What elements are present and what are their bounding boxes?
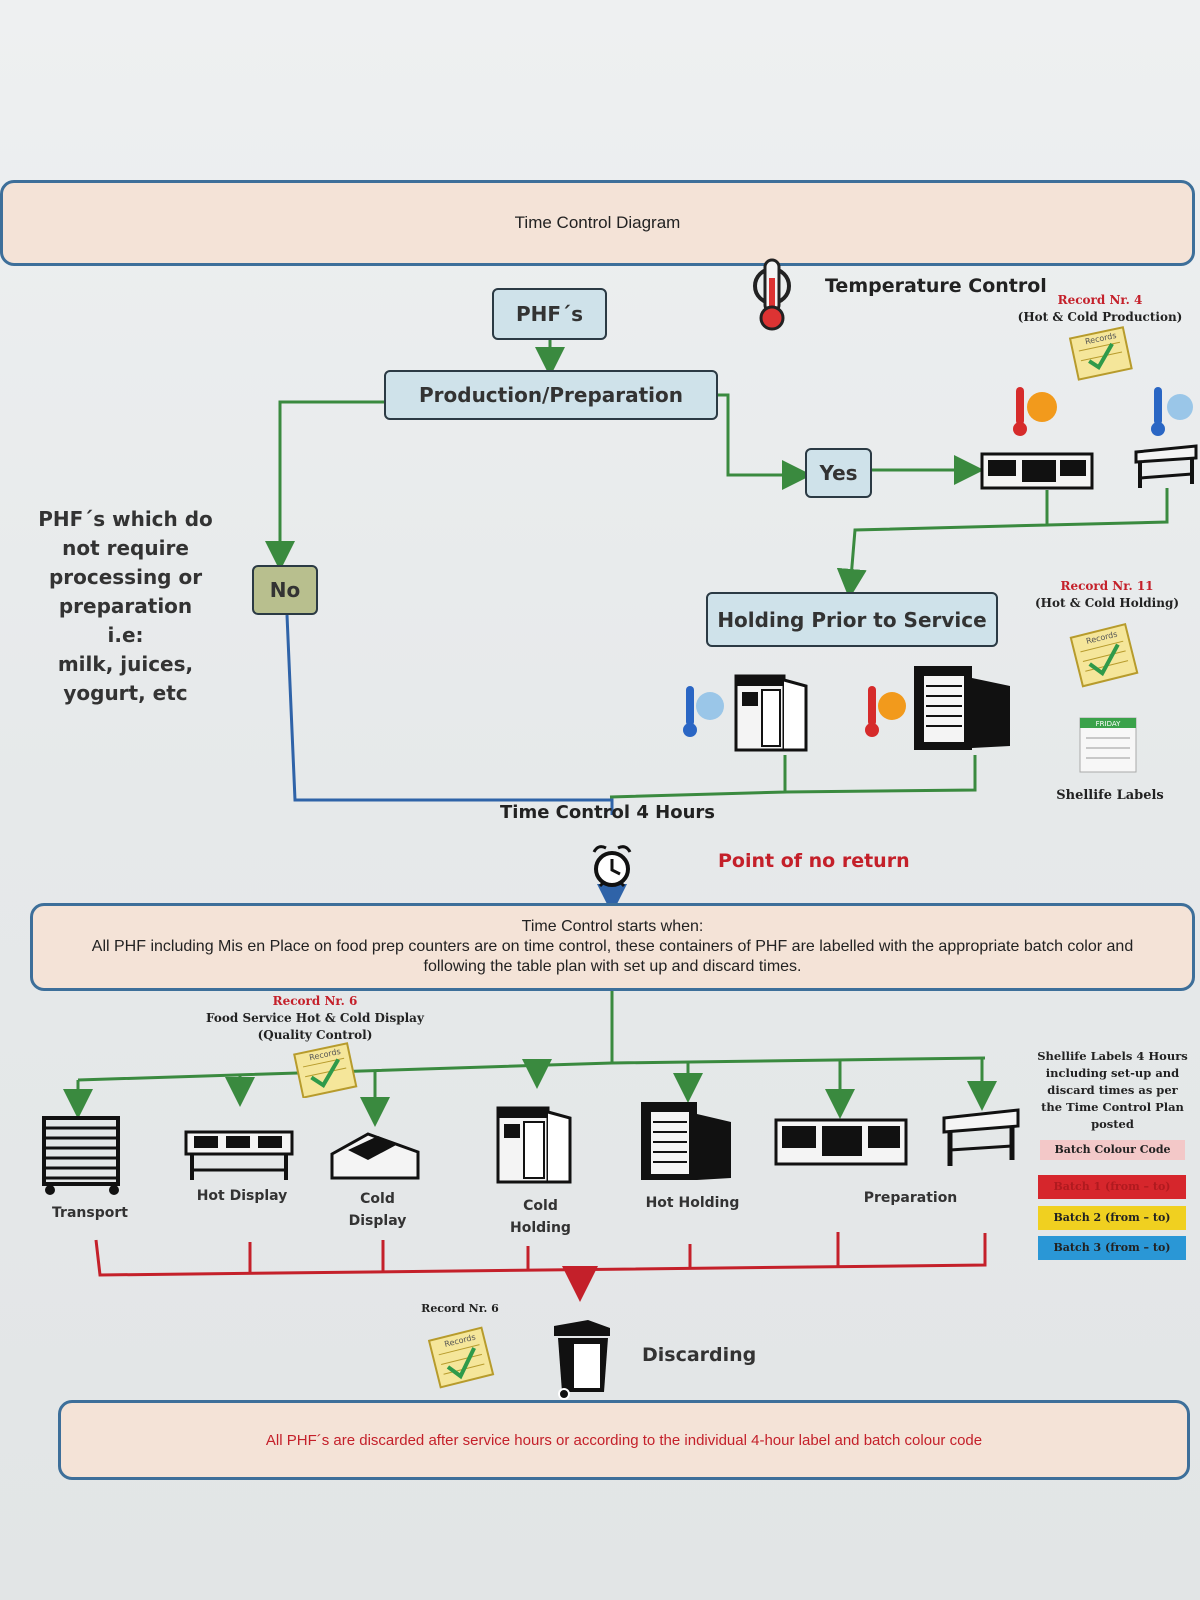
batch-1-swatch: Batch 1 (from – to) (1038, 1175, 1186, 1199)
record4-title: Record Nr. 4 (1057, 293, 1143, 307)
prep-counter-icon (774, 1118, 908, 1166)
batch-3-swatch: Batch 3 (from – to) (1038, 1236, 1186, 1260)
time-control-4-hours: Time Control 4 Hours (500, 802, 715, 823)
shelf-note-line: posted (1091, 1117, 1134, 1131)
hot-holding-label: Hot Holding (645, 1195, 740, 1211)
holding-node: Holding Prior to Service (706, 592, 998, 647)
phfs-node: PHF´s (492, 288, 607, 340)
record4-subtitle: (Hot & Cold Production) (1017, 310, 1183, 324)
record6-title: Record Nr. 6 (272, 994, 358, 1008)
prep-table-icon (942, 1108, 1020, 1166)
side-note: PHF´s which do not require processing or… (38, 505, 213, 708)
diagram-title: Time Control Diagram (514, 213, 681, 232)
hot-holding-cabinet-icon (914, 666, 1010, 750)
cold-display-icon (330, 1132, 420, 1180)
side-note-line: not require (62, 536, 189, 560)
discarding-label: Discarding (642, 1344, 757, 1366)
cold-temp-icon (683, 686, 724, 737)
record-nr-6-display: Record Nr. 6 Food Service Hot & Cold Dis… (200, 993, 430, 1044)
side-note-line: yogurt, etc (63, 681, 188, 705)
record11-title: Record Nr. 11 (1060, 579, 1154, 593)
no-node: No (252, 565, 318, 615)
line-no-path (285, 614, 614, 815)
starts-banner-text: All PHF including Mis en Place on food p… (91, 938, 1134, 975)
side-note-line: PHF´s which do (38, 507, 213, 531)
transport-label: Transport (52, 1205, 128, 1221)
cold-holding-label: Cold Holding (510, 1198, 571, 1236)
production-node: Production/Preparation (384, 370, 718, 420)
phfs-label: PHF´s (516, 302, 583, 326)
shelf-note-line: discard times as per (1047, 1083, 1178, 1097)
cold-holding-cabinet-icon (734, 674, 808, 752)
cold-temp-icon (1151, 387, 1193, 436)
record6-note: (Quality Control) (257, 1028, 373, 1042)
starts-banner-heading: Time Control starts when: (521, 918, 704, 935)
record11-subtitle: (Hot & Cold Holding) (1034, 596, 1180, 610)
arrow-prep-holding (836, 490, 1049, 599)
records-notepad-icon: Records (1069, 622, 1139, 688)
transport-trolley-icon (42, 1116, 120, 1195)
line-cold-holding-join (609, 755, 787, 799)
temperature-control-title: Temperature Control (825, 275, 1047, 297)
batch-2-swatch: Batch 2 (from – to) (1038, 1206, 1186, 1230)
records-notepad-icon: Records (428, 1326, 495, 1389)
footer-banner: All PHF´s are discarded after service ho… (58, 1400, 1190, 1480)
hot-holding-cabinet-icon (641, 1102, 731, 1180)
arrow-production-no (265, 400, 385, 571)
svg-text:FRIDAY: FRIDAY (1096, 720, 1121, 728)
time-control-starts-banner: Time Control starts when: All PHF includ… (30, 903, 1195, 991)
point-of-no-return: Point of no return (718, 850, 910, 872)
hot-display-label: Hot Display (196, 1188, 288, 1204)
yes-label: Yes (819, 461, 858, 485)
prep-table-icon (1134, 444, 1198, 488)
line-distribution-bar (77, 1056, 986, 1082)
arrow-production-yes (718, 393, 812, 490)
hot-temp-icon (865, 686, 906, 737)
record-nr-11: Record Nr. 11 (Hot & Cold Holding) (1022, 578, 1192, 612)
shelflife-labels-caption: Shellife Labels (1056, 788, 1164, 803)
hot-display-icon (184, 1130, 294, 1180)
preparation-label: Preparation (863, 1190, 958, 1206)
records-notepad-icon: Records (1068, 326, 1133, 381)
yes-node: Yes (805, 448, 872, 498)
line-discard-bracket (94, 1233, 987, 1277)
record6-subtitle: Food Service Hot & Cold Display (206, 1011, 424, 1025)
cold-holding-cabinet-icon (496, 1106, 572, 1184)
waste-bin-icon (554, 1320, 610, 1400)
shelf-note-line: the Time Control Plan (1041, 1100, 1184, 1114)
shelflife-label-icon: FRIDAY (1079, 717, 1137, 773)
batch-colour-code-title: Batch Colour Code (1040, 1140, 1185, 1160)
hot-temp-icon (1013, 387, 1057, 436)
alarm-clock-icon (592, 845, 632, 888)
side-note-line: milk, juices, (57, 652, 194, 676)
shelf-note-line: including set-up and (1045, 1066, 1180, 1080)
title-banner: Time Control Diagram (0, 180, 1195, 266)
record-nr-4: Record Nr. 4 (Hot & Cold Production) (1015, 292, 1185, 326)
no-label: No (269, 578, 301, 602)
production-label: Production/Preparation (418, 383, 684, 407)
footer-text: All PHF´s are discarded after service ho… (265, 1431, 983, 1449)
record-nr-6-discard: Record Nr. 6 (421, 1302, 499, 1315)
line-hot-holding-join (784, 755, 977, 794)
side-note-line: preparation i.e: (58, 594, 193, 647)
cold-display-label: Cold Display (348, 1191, 407, 1229)
shelflife-note: Shellife Labels 4 Hours including set-up… (1035, 1048, 1190, 1133)
shelf-note-line: Shellife Labels 4 Hours (1037, 1049, 1188, 1063)
prep-counter-icon (980, 452, 1094, 490)
thermometer-icon (753, 258, 791, 331)
side-note-line: processing or (48, 565, 203, 589)
records-notepad-icon: Records (293, 1042, 358, 1098)
holding-label: Holding Prior to Service (717, 607, 987, 632)
